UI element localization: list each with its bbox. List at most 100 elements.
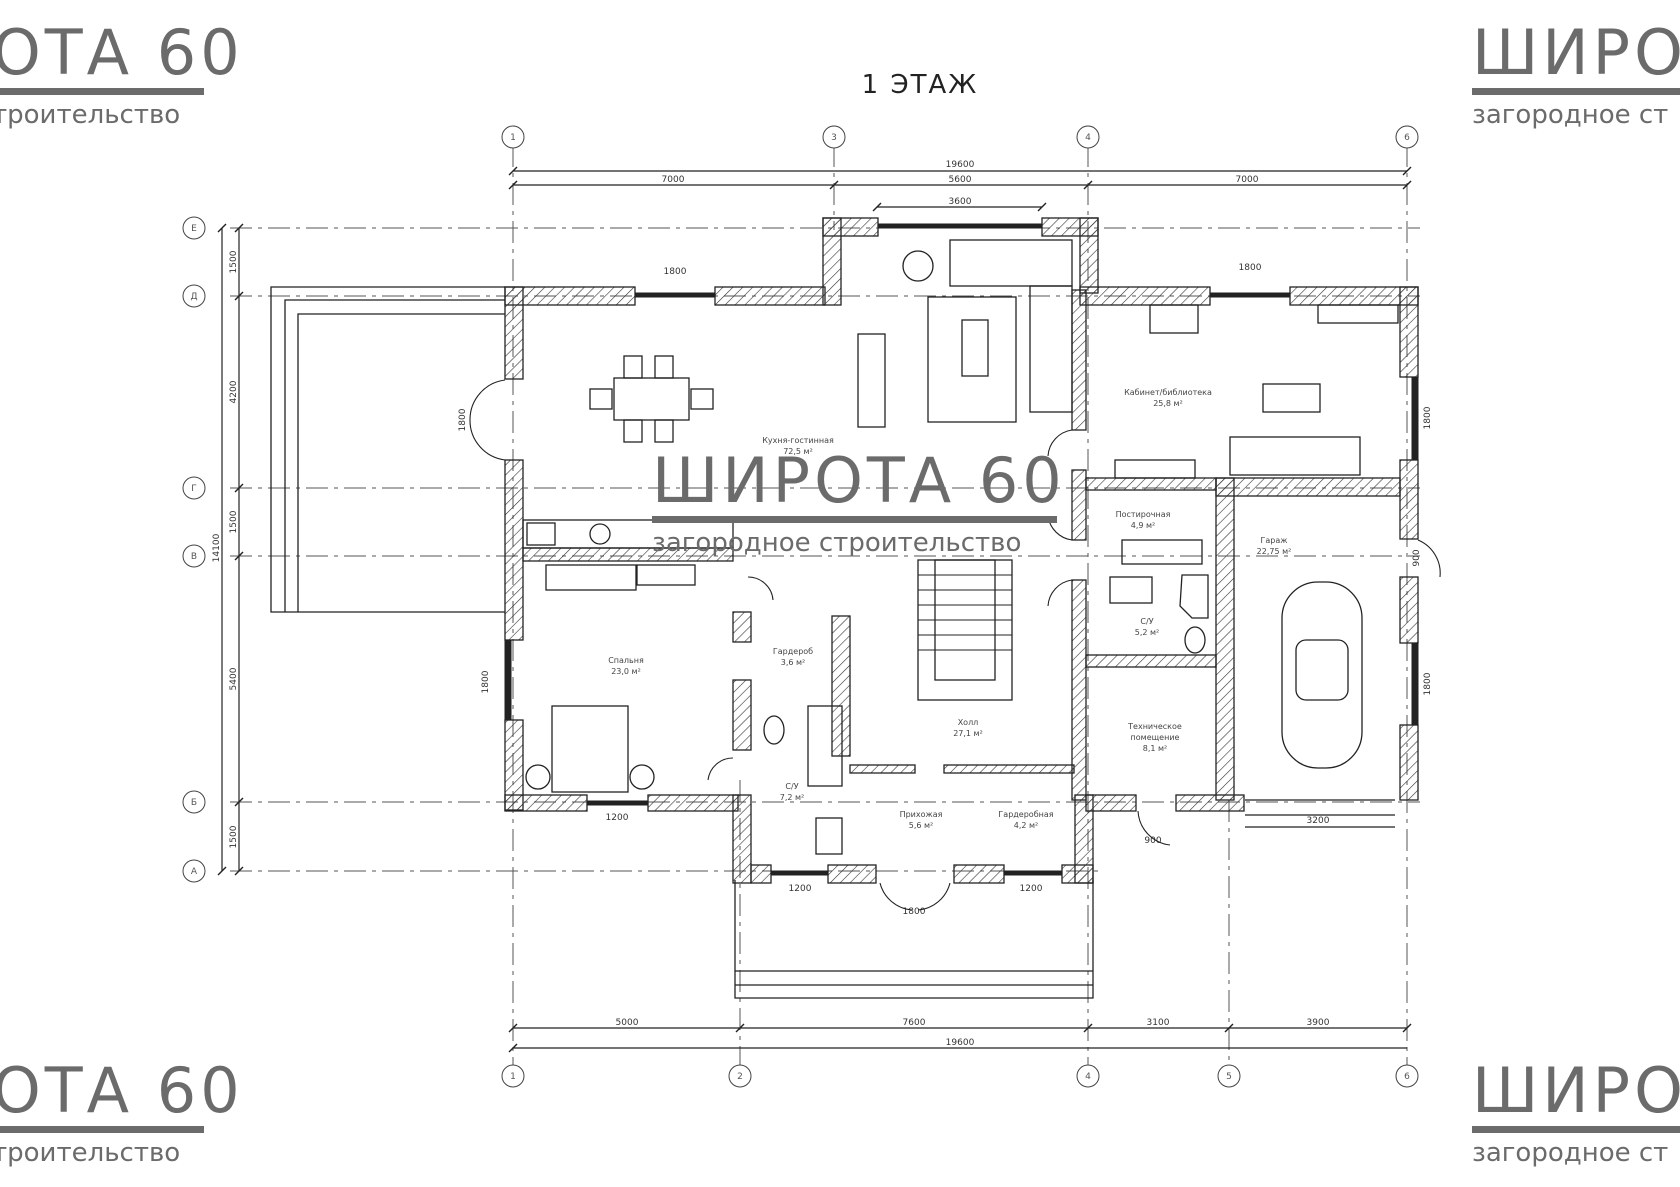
watermark-bar [1472, 88, 1680, 95]
room-area: 3,6 м² [781, 658, 806, 667]
room-name: С/У [785, 782, 798, 791]
axis-label: Б [191, 798, 197, 808]
watermark-bar [652, 516, 1057, 523]
room-area: 27,1 м² [953, 729, 983, 738]
watermark-bottom-right: ШИРО загородное ст [1472, 1060, 1680, 1167]
watermark-top-left: ОТА 60 троительство [0, 22, 244, 129]
window-dimension: 900 [1144, 836, 1161, 846]
room-name: С/У [1140, 617, 1153, 626]
axis-label: 3 [831, 133, 837, 143]
room-name: Постирочная [1116, 510, 1171, 519]
window-dimension: 1800 [481, 670, 491, 693]
axis-label: 2 [737, 1072, 743, 1082]
dimension-label: 7000 [1236, 175, 1259, 185]
room-name: Гараж [1261, 536, 1288, 545]
dimension-label: 5400 [229, 667, 239, 690]
room-name: Кабинет/библиотека [1124, 388, 1212, 397]
window-dimension: 1200 [789, 884, 812, 894]
dimension-lines [217, 166, 1412, 1053]
room-area: 4,2 м² [1014, 821, 1039, 830]
room-name: Прихожая [900, 810, 943, 819]
dimension-label: 5000 [616, 1018, 639, 1028]
room-area: 8,1 м² [1143, 744, 1168, 753]
window-dimension: 1800 [458, 408, 468, 431]
floor-title: 1 ЭТАЖ [861, 70, 979, 100]
watermark-bar [1472, 1126, 1680, 1133]
window-dimension: 1800 [664, 267, 687, 277]
window-dimension: 1200 [606, 813, 629, 823]
watermark-tagline: загородное ст [1472, 1138, 1669, 1168]
axis-label: 6 [1404, 133, 1410, 143]
window-dimension: 1800 [903, 907, 926, 917]
window-dimension: 1200 [1020, 884, 1043, 894]
dimension-label: 3100 [1147, 1018, 1170, 1028]
dimension-label: 4200 [229, 380, 239, 403]
porch-bottom [734, 880, 1094, 999]
watermark-bottom-left: ОТА 60 троительство [0, 1060, 244, 1167]
window-dimension: 900 [1412, 549, 1422, 566]
watermark-tagline: загородное ст [1472, 100, 1669, 130]
room-name: Холл [958, 718, 979, 727]
watermark-center: ШИРОТА 60 загородное строительство [652, 450, 1066, 557]
dimension-label: 3900 [1307, 1018, 1330, 1028]
watermark-brand: ШИРО [1472, 16, 1680, 89]
room-area: 72,5 м² [783, 447, 813, 456]
room-area: 23,0 м² [611, 667, 641, 676]
axis-bubbles-top [501, 125, 1419, 149]
furniture [522, 239, 1399, 855]
room-area: 5,2 м² [1135, 628, 1160, 637]
windows [504, 223, 1419, 876]
watermark-bar [0, 1126, 204, 1133]
room-name-line2: помещение [1131, 733, 1180, 742]
watermark-tagline: троительство [0, 1138, 181, 1168]
room-area: 4,9 м² [1131, 521, 1156, 530]
axis-label: 5 [1226, 1072, 1232, 1082]
axis-label: 6 [1404, 1072, 1410, 1082]
dimension-label: 5600 [949, 175, 972, 185]
window-dimension: 1800 [1423, 406, 1433, 429]
dimension-label: 14100 [212, 533, 222, 562]
room-name: Гардеробная [998, 810, 1053, 819]
watermark-tagline: загородное строительство [652, 528, 1022, 558]
room-name: Спальня [608, 656, 644, 665]
dimension-label: 1500 [229, 250, 239, 273]
axis-bubbles-left [182, 216, 206, 883]
axis-label: 1 [510, 133, 516, 143]
watermark-brand: ОТА 60 [0, 1054, 244, 1127]
axis-bubbles-bottom [501, 1064, 1419, 1088]
dimension-label: 19600 [946, 1038, 975, 1048]
room-area: 7,2 м² [780, 793, 805, 802]
axis-label: В [191, 552, 197, 562]
dimension-label: 19600 [946, 160, 975, 170]
axis-label: А [191, 867, 198, 877]
axis-label: 4 [1085, 1072, 1091, 1082]
dimension-label: 1500 [229, 510, 239, 533]
axis-label: Е [191, 224, 197, 234]
watermark-top-right: ШИРО загородное ст [1472, 22, 1680, 129]
watermark-brand: ОТА 60 [0, 16, 244, 89]
dimension-label: 7000 [662, 175, 685, 185]
room-area: 22,75 м² [1257, 547, 1292, 556]
walls [504, 217, 1419, 884]
dimension-label: 1500 [229, 825, 239, 848]
room-name: Техническое [1127, 722, 1182, 731]
watermark-brand: ШИРО [1472, 1054, 1680, 1127]
window-dimension: 3200 [1307, 816, 1330, 826]
room-name: Кухня-гостинная [762, 436, 834, 445]
watermark-bar [0, 88, 204, 95]
terrace-left [270, 286, 505, 613]
axis-label: 1 [510, 1072, 516, 1082]
room-area: 5,6 м² [909, 821, 934, 830]
window-dimension: 1800 [1239, 263, 1262, 273]
watermark-tagline: троительство [0, 100, 181, 130]
watermark-brand: ШИРОТА 60 [652, 444, 1066, 517]
window-dimension: 1800 [1423, 672, 1433, 695]
axis-label: Г [191, 484, 197, 494]
axis-label: 4 [1085, 133, 1091, 143]
dimension-label: 3600 [949, 197, 972, 207]
room-area: 25,8 м² [1153, 399, 1183, 408]
doors [469, 379, 1441, 911]
room-name: Гардероб [773, 647, 813, 656]
garage-apron [1245, 799, 1395, 828]
